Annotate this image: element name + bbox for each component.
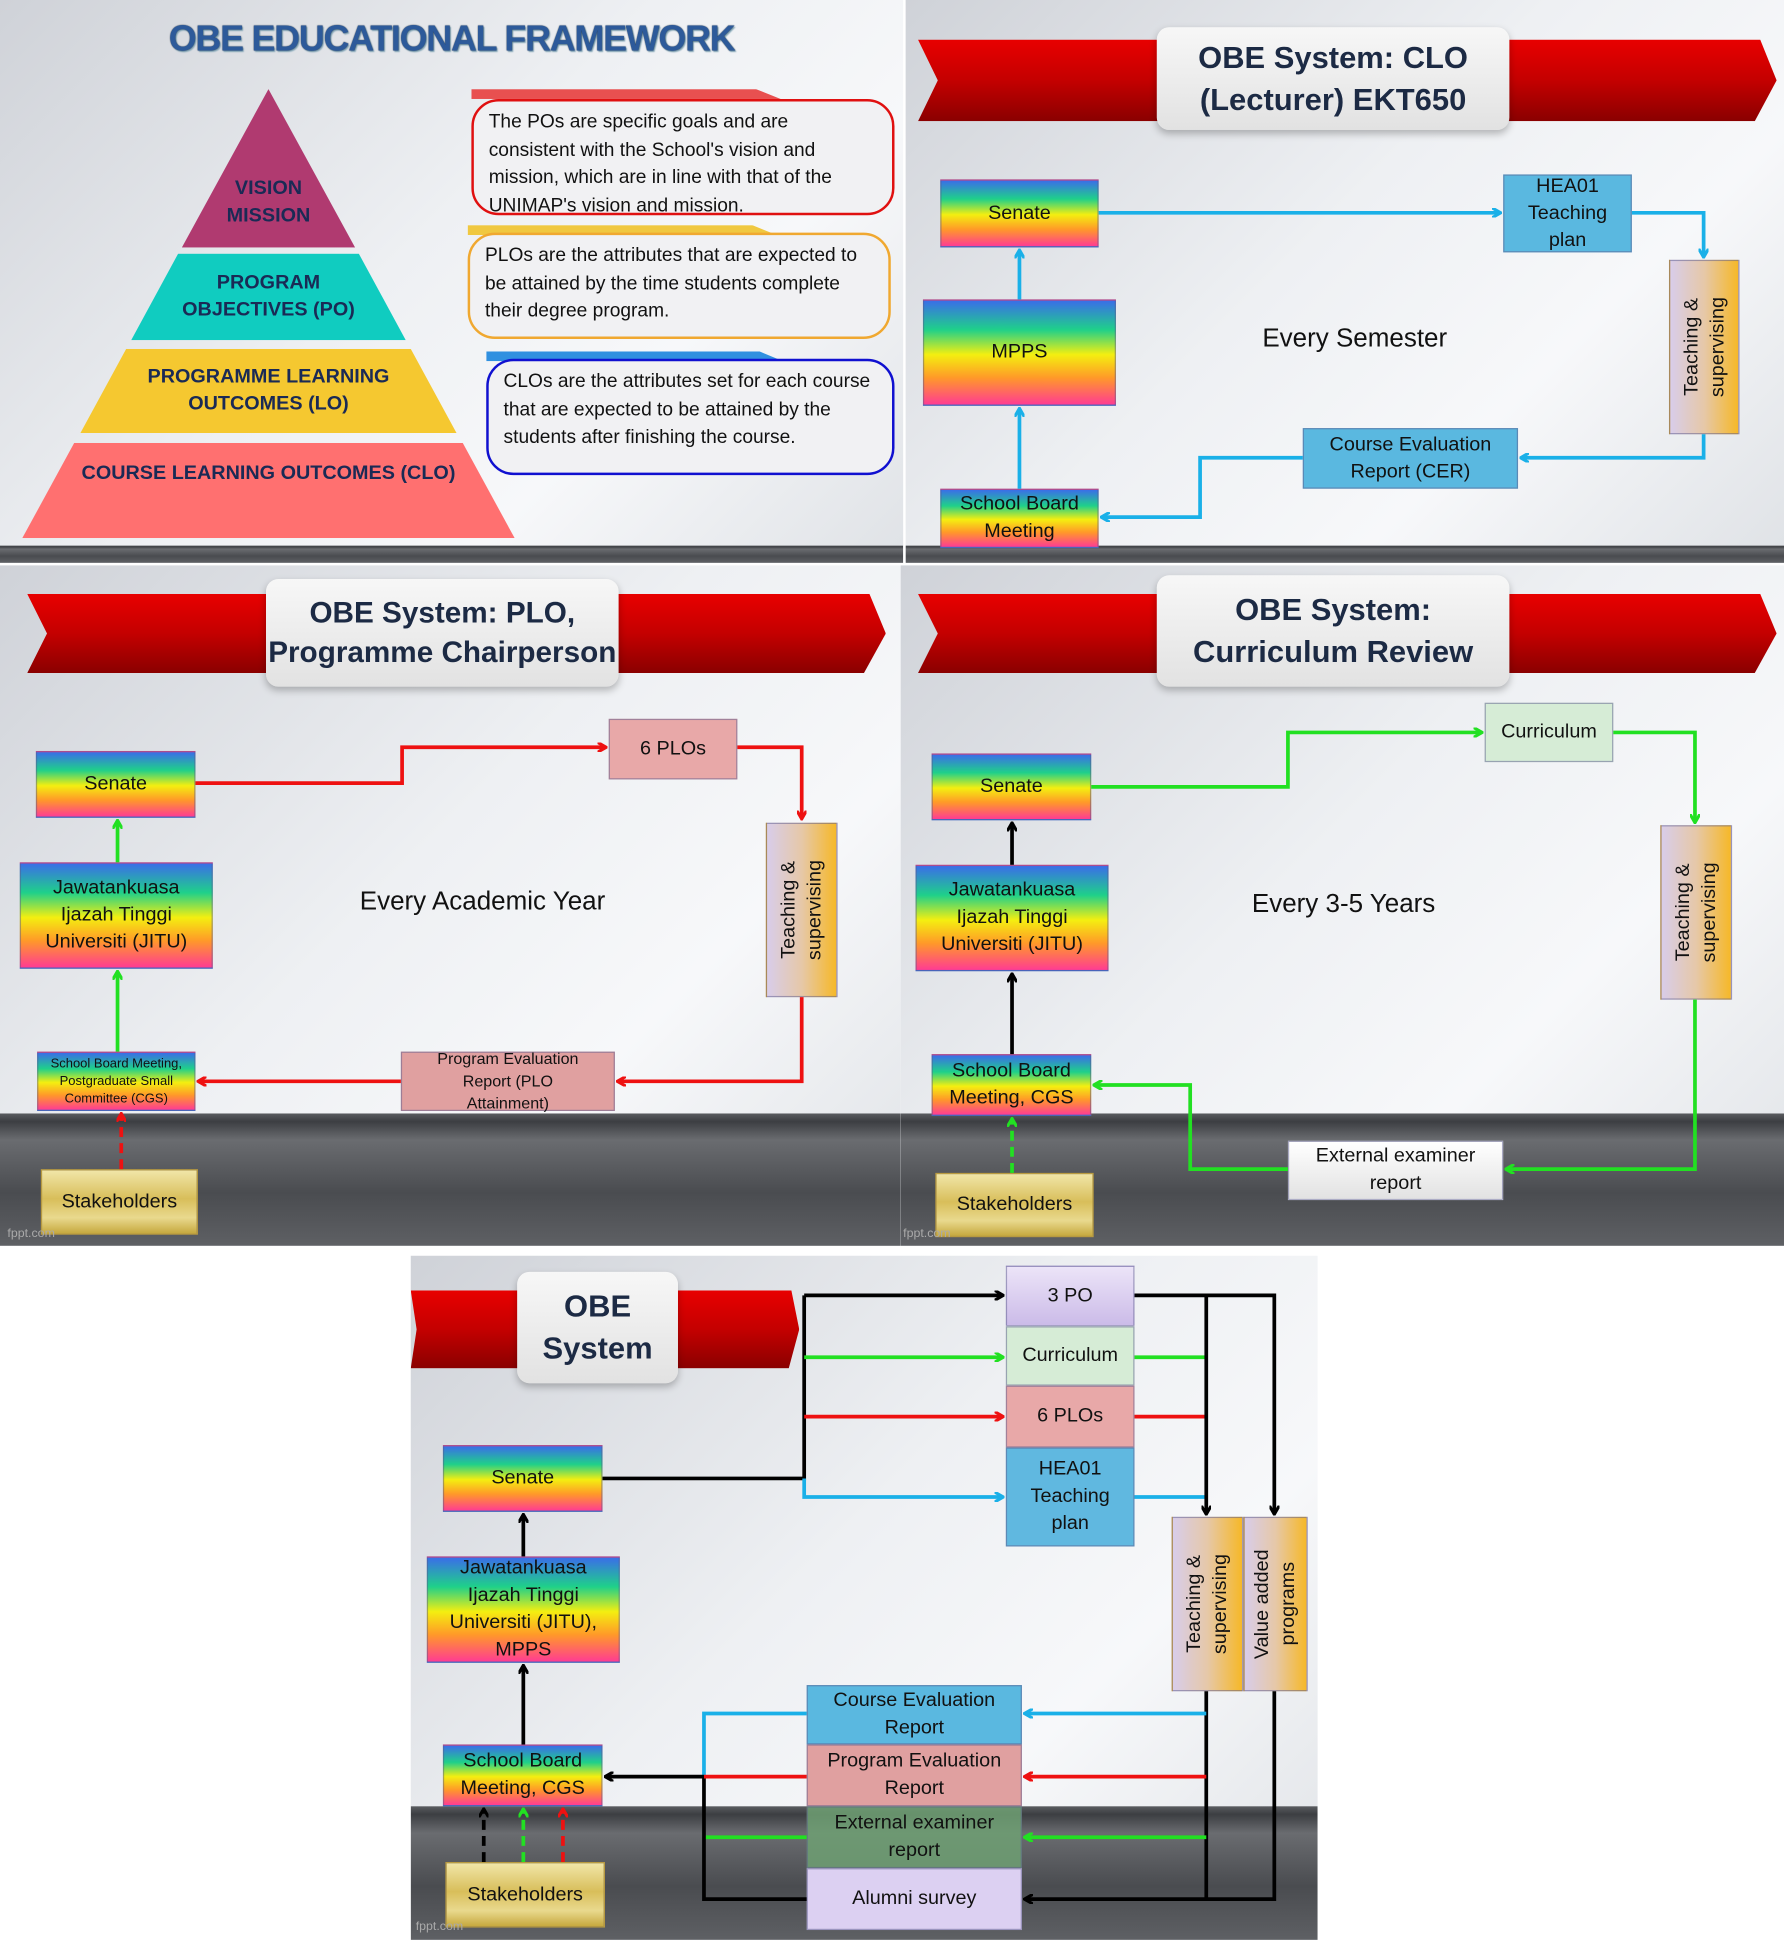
senate-box: Senate xyxy=(442,1445,603,1512)
arrow-curriculum-to-teaching xyxy=(1613,730,1695,821)
stakeholders-box: Stakeholders xyxy=(40,1169,198,1235)
framework-title: OBE EDUCATIONAL FRAMEWORK xyxy=(168,19,736,60)
cer-box: Course Evaluation Report xyxy=(806,1685,1022,1745)
arrow-hea01-to-teaching xyxy=(1631,210,1704,256)
arrow-teaching-to-per xyxy=(619,997,804,1081)
school-board-box: School Board Meeting, CGS xyxy=(931,1054,1092,1116)
line-cer-out xyxy=(702,1711,807,1777)
arrow-value-added-to-alumni xyxy=(1026,1691,1277,1899)
school-board-box: School Board Meeting, CGS xyxy=(442,1744,603,1807)
title-ribbon-right xyxy=(612,593,886,674)
arrow-teaching-to-eer xyxy=(1507,999,1697,1169)
senate-box: Senate xyxy=(940,179,1099,248)
title-ribbon-left xyxy=(918,593,1166,674)
line-alumni-out xyxy=(702,1776,807,1901)
school-board-box: School Board Meeting, Postgraduate Small… xyxy=(37,1051,196,1112)
teaching-box: Teaching & supervising xyxy=(765,822,838,998)
stakeholders-box: Stakeholders xyxy=(445,1861,605,1928)
curriculum-box: Curriculum xyxy=(1005,1326,1135,1386)
clo-note: CLOs are the attributes set for each cou… xyxy=(486,358,895,476)
arrow-plos-to-teaching xyxy=(737,745,801,818)
title-ribbon-right xyxy=(1503,593,1777,674)
per-box: Program Evaluation Report xyxy=(806,1744,1022,1807)
jitu-box: Jawatankuasa Ijazah Tinggi Universiti (J… xyxy=(426,1556,620,1663)
jitu-box: Jawatankuasa Ijazah Tinggi Universiti (J… xyxy=(915,864,1109,972)
pyramid-program-objectives: PROGRAM OBJECTIVES (PO) xyxy=(131,253,406,341)
school-board-box: School Board Meeting xyxy=(940,488,1099,549)
hea01-box: HEA01 Teaching plan xyxy=(1503,174,1632,253)
arrow-eer-to-school-board xyxy=(1095,1085,1288,1172)
arrow-po-to-value-added xyxy=(1134,1293,1275,1513)
plo-title: OBE System: PLO,Programme Chairperson xyxy=(265,579,619,687)
teaching-box: Teaching & supervising xyxy=(1668,259,1740,435)
po-box: 3 PO xyxy=(1005,1265,1135,1327)
curriculum-title: OBE System:Curriculum Review xyxy=(1156,575,1510,687)
po-note: The POs are specific goals and are consi… xyxy=(471,98,895,216)
frequency-label: Every Semester xyxy=(1262,324,1448,353)
note-tab-red xyxy=(471,89,781,99)
watermark: fppt.com xyxy=(415,1920,464,1934)
line-senate-trunk xyxy=(602,1295,807,1481)
arrow-senate-to-plos xyxy=(195,747,605,786)
watermark: fppt.com xyxy=(903,1227,951,1241)
plo-note: PLOs are the attributes that are expecte… xyxy=(467,232,891,339)
slide-footer-band xyxy=(0,545,904,563)
eer-box: External examiner report xyxy=(806,1806,1022,1869)
title-ribbon-left xyxy=(27,593,275,674)
title-ribbon-right xyxy=(668,1290,800,1369)
hea01-box: HEA01 Teaching plan xyxy=(1005,1447,1135,1547)
senate-box: Senate xyxy=(931,753,1092,821)
alumni-box: Alumni survey xyxy=(806,1868,1022,1931)
curriculum-box: Curriculum xyxy=(1484,702,1614,763)
watermark: fppt.com xyxy=(7,1227,55,1241)
per-box: Program Evaluation Report (PLO Attainmen… xyxy=(400,1049,615,1112)
jitu-box: Jawatankuasa Ijazah Tinggi Universiti (J… xyxy=(19,862,213,969)
arrow-to-hea01 xyxy=(802,1478,1002,1497)
title-ribbon-left xyxy=(410,1290,529,1369)
eer-box: External examiner report xyxy=(1287,1140,1504,1201)
title-ribbon-left xyxy=(918,39,1166,122)
cer-box: Course Evaluation Report (CER) xyxy=(1302,428,1519,489)
teaching-box: Teaching & supervising xyxy=(1660,825,1733,1000)
arrow-teaching-to-cer xyxy=(1522,434,1706,458)
pyramid-course-learning-outcomes: COURSE LEARNING OUTCOMES (CLO) xyxy=(22,442,515,539)
frequency-label: Every 3-5 Years xyxy=(1251,889,1436,919)
value-added-box: Value added programs xyxy=(1243,1516,1308,1692)
slide-footer-band xyxy=(905,545,1784,563)
senate-box: Senate xyxy=(35,750,196,818)
arrow-senate-to-curriculum xyxy=(1091,732,1481,789)
arrow-cer-to-school-board xyxy=(1102,455,1303,517)
stakeholders-box: Stakeholders xyxy=(935,1172,1094,1238)
frequency-label: Every Academic Year xyxy=(359,887,606,916)
teaching-box: Teaching & supervising xyxy=(1171,1516,1244,1692)
note-tab-yellow xyxy=(467,225,777,236)
plos-box: 6 PLOs xyxy=(608,718,738,780)
pyramid-programme-learning-outcomes: PROGRAMME LEARNING OUTCOMES (LO) xyxy=(80,348,457,434)
mpps-box: MPPS xyxy=(922,299,1116,406)
plos-box: 6 PLOs xyxy=(1005,1385,1135,1448)
title-ribbon-right xyxy=(1503,39,1777,122)
clo-title: OBE System: CLO(Lecturer) EKT650 xyxy=(1156,27,1510,130)
note-tab-blue xyxy=(486,351,784,362)
